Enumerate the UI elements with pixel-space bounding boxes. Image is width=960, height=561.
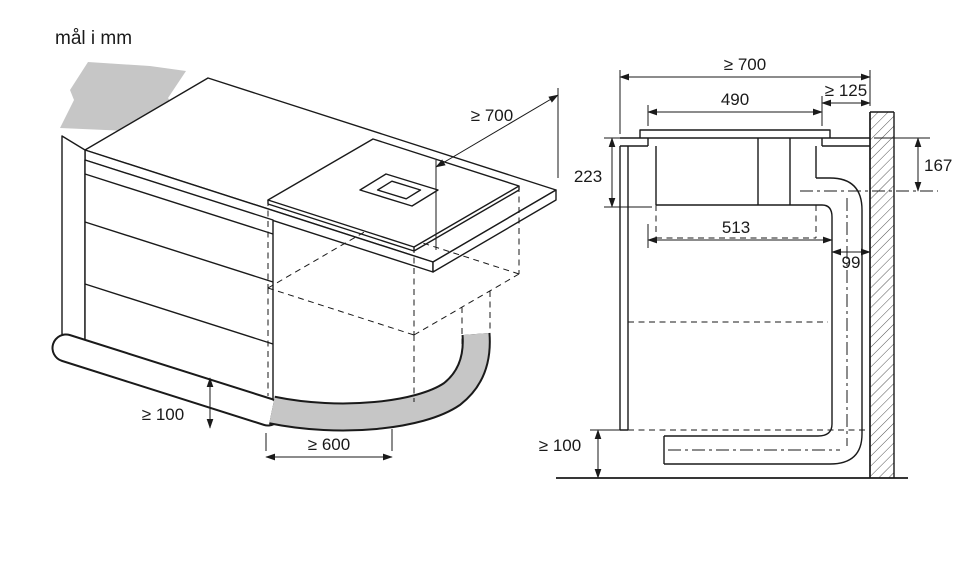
dim-section-duct-depth: 99 bbox=[831, 248, 871, 272]
section-view: ≥ 700 ≥ 125 490 223 167 5 bbox=[539, 55, 952, 479]
hob-body-section bbox=[655, 146, 817, 206]
dim-label-iso-depth: ≥ 700 bbox=[471, 106, 513, 125]
dim-label-duct-depth: 99 bbox=[842, 253, 861, 272]
hob-glass-thickness bbox=[267, 186, 520, 252]
worktop-right-edge bbox=[432, 189, 557, 273]
dim-section-cutout-depth: 490 bbox=[647, 90, 823, 126]
wall-hatching bbox=[870, 112, 894, 478]
dim-section-worktop-depth: ≥ 700 bbox=[619, 55, 871, 134]
dim-label-iso-width: ≥ 600 bbox=[308, 435, 350, 454]
cabinet-panel-lines bbox=[619, 146, 629, 431]
dim-iso-floor-clearance: ≥ 100 bbox=[142, 377, 214, 429]
isometric-view: ≥ 700 ≥ 100 ≥ 600 bbox=[51, 62, 559, 461]
duct-run-inner bbox=[664, 204, 833, 437]
dim-iso-outlet-width: ≥ 600 bbox=[265, 429, 393, 461]
duct-elbow bbox=[269, 332, 491, 432]
units-label: mål i mm bbox=[55, 28, 132, 49]
dim-section-front-depth: 223 bbox=[574, 137, 652, 208]
dim-section-appliance-depth: 513 bbox=[647, 218, 833, 248]
hidden-lines-dashed bbox=[628, 205, 870, 431]
floor-duct bbox=[51, 333, 283, 427]
wall-back-line bbox=[870, 111, 895, 478]
hob-glass-section bbox=[639, 129, 831, 138]
dim-label-section-depth: ≥ 700 bbox=[724, 55, 766, 74]
drawer-lines bbox=[84, 173, 274, 345]
dim-label-front-depth: 223 bbox=[574, 167, 602, 186]
cabinet-side-panel bbox=[61, 135, 86, 349]
dim-section-rear-height: 167 bbox=[874, 137, 952, 192]
extractor-grille bbox=[359, 173, 439, 207]
dim-section-rear-clearance: ≥ 125 bbox=[821, 81, 871, 126]
centerlines bbox=[668, 190, 938, 451]
dim-label-floor-clearance: ≥ 100 bbox=[539, 436, 581, 455]
dim-label-rear-height: 167 bbox=[924, 156, 952, 175]
dim-iso-worktop-depth: ≥ 700 bbox=[435, 88, 559, 250]
dim-label-cutout-depth: 490 bbox=[721, 90, 749, 109]
dim-section-floor-clearance: ≥ 100 bbox=[539, 429, 620, 479]
dim-label-rear-clearance: ≥ 125 bbox=[825, 81, 867, 100]
dim-label-appliance-depth: 513 bbox=[722, 218, 750, 237]
dim-label-iso-clearance: ≥ 100 bbox=[142, 405, 184, 424]
duct-run-outer bbox=[664, 177, 863, 465]
extractor-grille-inner bbox=[376, 180, 422, 200]
vent-channel-lines bbox=[757, 138, 791, 205]
worktop-section bbox=[620, 137, 870, 147]
